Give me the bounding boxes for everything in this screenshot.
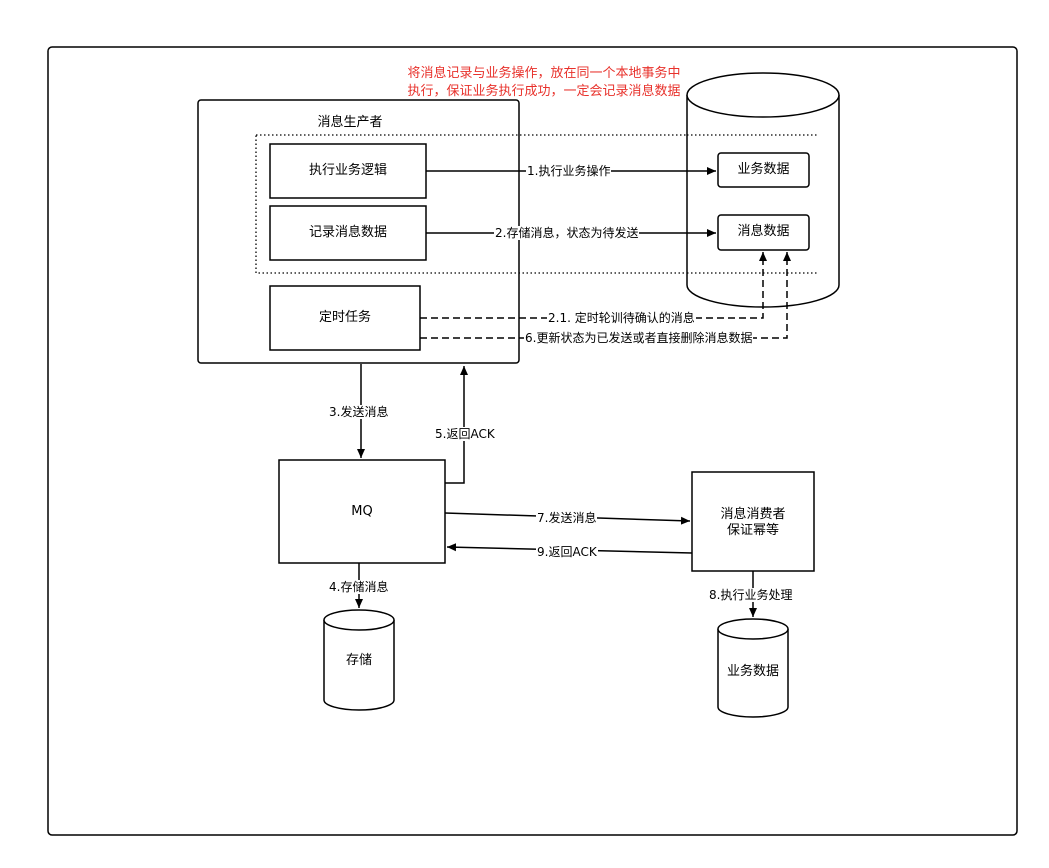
storage-cylinder [323, 609, 395, 711]
edge-label-7: 7.发送消息 [536, 511, 598, 525]
timer-task-label: 定时任务 [318, 310, 371, 325]
edge-label-2: 2.存储消息，状态为待发送 [494, 226, 640, 240]
consumer-db-label: 业务数据 [726, 664, 779, 679]
outer-frame [47, 46, 1018, 836]
note-line-2: 执行，保证业务执行成功，一定会记录消息数据 [407, 84, 681, 99]
edge-label-3: 3.发送消息 [328, 405, 390, 419]
consumer-label: 消息消费者 保证幂等 [692, 507, 814, 539]
edge-ack-to-producer [445, 366, 468, 484]
consumer-line-2: 保证幂等 [726, 523, 779, 538]
mq-box [278, 459, 446, 564]
producer-title: 消息生产者 [317, 115, 383, 130]
record-msg-label: 记录消息数据 [308, 225, 387, 240]
consumer-db-cylinder [717, 618, 789, 718]
note-line-1: 将消息记录与业务操作，放在同一个本地事务中 [407, 66, 681, 81]
edge-label-8: 8.执行业务处理 [708, 588, 794, 602]
edge-label-6: 6.更新状态为已发送或者直接删除消息数据 [524, 331, 754, 345]
consumer-line-1: 消息消费者 [720, 507, 786, 522]
edge-label-4: 4.存储消息 [328, 580, 390, 594]
transaction-note: 将消息记录与业务操作，放在同一个本地事务中 执行，保证业务执行成功，一定会记录消… [386, 65, 702, 101]
consumer-box [691, 471, 815, 572]
business-data-label: 业务数据 [737, 162, 790, 177]
database-cylinder [686, 72, 840, 308]
edge-label-5: 5.返回ACK [434, 427, 496, 441]
exec-logic-box [269, 143, 427, 199]
edge-label-2-1: 2.1. 定时轮训待确认的消息 [547, 311, 696, 325]
exec-logic-label: 执行业务逻辑 [308, 163, 387, 178]
message-data-box [717, 214, 810, 251]
mq-label: MQ [351, 504, 373, 519]
storage-label: 存储 [345, 653, 372, 668]
edge-label-9: 9.返回ACK [536, 545, 598, 559]
record-msg-box [269, 205, 427, 261]
message-data-label: 消息数据 [737, 224, 790, 239]
edge-label-1: 1.执行业务操作 [526, 164, 612, 178]
edge-poll-messages [420, 252, 767, 319]
business-data-box [717, 152, 810, 188]
